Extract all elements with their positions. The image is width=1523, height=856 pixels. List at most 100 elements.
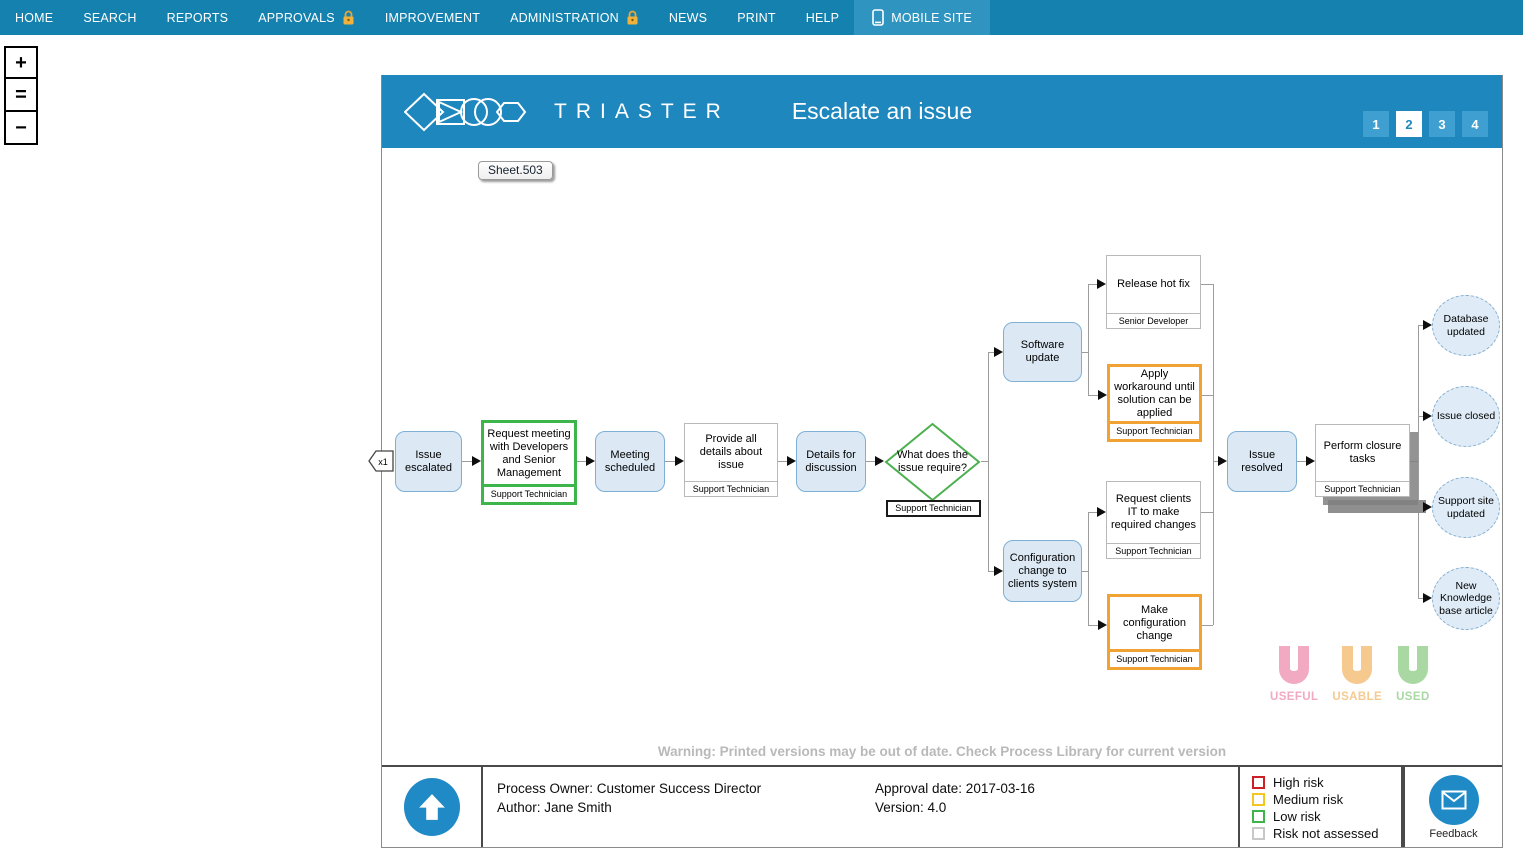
page-button-3[interactable]: 3 [1429,111,1455,137]
nav-item-search[interactable]: SEARCH [68,0,151,35]
connector-line [1201,512,1213,513]
watermark-used: USED [1396,646,1430,703]
node-details-for-discussion[interactable]: Details for discussion [796,431,866,492]
legend-item-not-assessed: Risk not assessed [1252,825,1401,842]
decision-text: What does the issue require? [897,449,968,474]
nav-label: PRINT [737,10,776,25]
connector-line [866,461,875,462]
nav-item-news[interactable]: NEWS [654,0,722,35]
feedback-button[interactable] [1428,774,1479,825]
arrowhead [1098,620,1107,630]
watermark-label: USED [1396,691,1430,703]
decision-what-does-issue-require[interactable]: What does the issue require? [884,422,981,502]
connector-line [1418,325,1423,326]
connector-line [988,571,994,572]
node-issue-escalated[interactable]: Issue escalated [395,431,462,492]
node-provide-details[interactable]: Provide all details about issue Support … [684,423,778,497]
nav-label: HOME [15,10,54,25]
task-role: Support Technician [685,481,777,496]
node-perform-closure-tasks[interactable]: Perform closure tasks Support Technician [1315,424,1410,497]
zoom-in-button[interactable]: + [4,46,38,79]
nav-item-reports[interactable]: REPORTS [152,0,244,35]
node-support-site-updated[interactable]: Support site updated [1432,477,1500,538]
nav-label: IMPROVEMENT [384,10,481,25]
process-owner: Process Owner: Customer Success Director [497,781,762,796]
task-role: Senior Developer [1107,313,1200,328]
connector-line [988,352,989,571]
task-text: Request clients IT to make required chan… [1110,493,1196,531]
task-text: Release hot fix [1117,278,1190,290]
connector-line [1088,395,1098,396]
task-role: Support Technician [1107,543,1200,558]
zoom-fit-button[interactable]: = [4,79,38,112]
connector-line [1213,284,1214,625]
node-request-meeting[interactable]: Request meeting with Developers and Seni… [481,420,577,505]
task-text: Request meeting with Developers and Seni… [487,427,571,479]
connector-line [665,461,675,462]
arrowhead [1306,456,1315,466]
legend-label: Risk not assessed [1273,826,1379,841]
task-role: Support Technician [1316,481,1409,496]
arrowhead [1423,320,1432,330]
sheet-tooltip: Sheet.503 [478,161,553,180]
watermark-label: USEFUL [1270,691,1319,703]
node-issue-resolved[interactable]: Issue resolved [1227,431,1297,492]
arrowhead [1098,390,1107,400]
watermark-usable: USABLE [1332,646,1382,703]
legend-label: Low risk [1273,809,1321,824]
connector-line [1202,395,1213,396]
node-make-configuration-change[interactable]: Make configuration change Support Techni… [1107,594,1202,670]
node-configuration-change[interactable]: Configuration change to clients system [1003,540,1082,602]
process-info: Process Owner: Customer Success Director… [483,767,1238,847]
task-role: Support Technician [484,484,574,502]
brand: TRIASTER [404,91,730,133]
map-footer: Process Owner: Customer Success Director… [382,765,1502,847]
nav-label: SEARCH [83,10,137,25]
connector-shadow [1328,500,1426,513]
nav-label: REPORTS [166,10,229,25]
arrowhead [472,456,481,466]
node-label: Software update [1020,339,1065,364]
lock-icon [626,10,639,25]
nav-item-improvement[interactable]: IMPROVEMENT [370,0,495,35]
process-author: Author: Jane Smith [497,800,612,815]
task-text: Provide all details about issue [699,433,763,471]
off-page-connector-x1[interactable]: x1 [368,450,394,472]
nav-label: APPROVALS [258,10,335,25]
navigate-up-button[interactable] [403,778,460,836]
arrowhead [586,456,595,466]
node-label: Configuration change to clients system [1007,551,1078,590]
page-selector: 1 2 3 4 [1363,111,1488,137]
page-button-4[interactable]: 4 [1462,111,1488,137]
nav-item-mobile-site[interactable]: MOBILE SITE [854,0,990,35]
page-button-1[interactable]: 1 [1363,111,1389,137]
node-apply-workaround[interactable]: Apply workaround until solution can be a… [1107,364,1202,442]
nav-item-approvals[interactable]: APPROVALS [243,0,370,35]
legend-item-medium-risk: Medium risk [1252,791,1401,808]
up-arrow-icon [418,794,445,820]
node-request-clients-it[interactable]: Request clients IT to make required chan… [1106,481,1201,559]
node-meeting-scheduled[interactable]: Meeting scheduled [595,431,665,492]
nav-item-print[interactable]: PRINT [722,0,791,35]
arrowhead [994,347,1003,357]
node-database-updated[interactable]: Database updated [1432,295,1500,356]
print-warning: Warning: Printed versions may be out of … [657,744,1227,759]
node-software-update[interactable]: Software update [1003,322,1082,382]
nav-item-administration[interactable]: ADMINISTRATION [495,0,654,35]
node-issue-closed[interactable]: Issue closed [1432,386,1500,447]
connector-line [1088,512,1089,625]
version: Version: 4.0 [875,800,947,815]
node-release-hot-fix[interactable]: Release hot fix Senior Developer [1106,255,1201,329]
connector-line [1201,284,1213,285]
node-label: Issue resolved [1241,448,1283,474]
arrowhead [1218,456,1227,466]
connector-line [1088,284,1089,395]
nav-item-home[interactable]: HOME [0,0,68,35]
node-new-knowledge-base-article[interactable]: New Knowledge base article [1432,567,1500,630]
page-button-2[interactable]: 2 [1396,111,1422,137]
zoom-out-button[interactable]: − [4,112,38,145]
nav-item-help[interactable]: HELP [791,0,854,35]
arrowhead [1423,502,1432,512]
mobile-phone-icon [872,9,885,26]
page-title: Escalate an issue [791,98,973,124]
